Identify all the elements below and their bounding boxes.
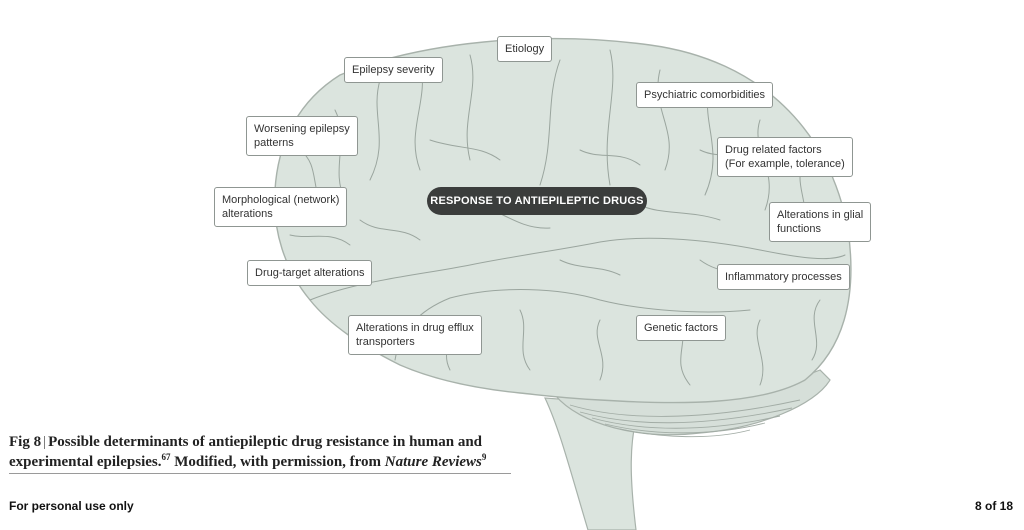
caption-source-ref: 9 [481, 452, 487, 462]
figure-number: Fig 8 [9, 434, 42, 450]
figure-caption: Fig 8|Possible determinants of antiepile… [9, 432, 511, 474]
factor-glial-functions: Alterations in glial functions [769, 202, 872, 242]
cerebellum-folds [569, 399, 801, 438]
factor-inflammatory-processes: Inflammatory processes [717, 264, 850, 290]
footer-usage-note: For personal use only [9, 499, 134, 513]
factor-drug-related: Drug related factors (For example, toler… [717, 137, 853, 177]
factor-efflux-transporters: Alterations in drug efflux transporters [348, 315, 482, 355]
caption-title: Possible determinants of antiepileptic d… [9, 434, 483, 470]
center-label: RESPONSE TO ANTIEPILEPTIC DRUGS [427, 187, 647, 215]
factor-worsening-epilepsy-patterns: Worsening epilepsy patterns [246, 116, 358, 156]
factor-epilepsy-severity: Epilepsy severity [344, 57, 443, 83]
caption-source: Nature Reviews [384, 454, 482, 470]
factor-psychiatric-comorbidities: Psychiatric comorbidities [636, 82, 774, 108]
factor-etiology: Etiology [497, 36, 553, 62]
page-number: 8 of 18 [974, 499, 1013, 513]
caption-separator: | [43, 434, 47, 450]
caption-ref: 67 [161, 452, 171, 462]
factor-genetic: Genetic factors [636, 315, 726, 341]
factor-drug-target-alterations: Drug-target alterations [247, 260, 373, 286]
caption-rest: Modified, with permission, from [170, 454, 385, 470]
factor-morphological-alterations: Morphological (network) alterations [214, 187, 348, 227]
